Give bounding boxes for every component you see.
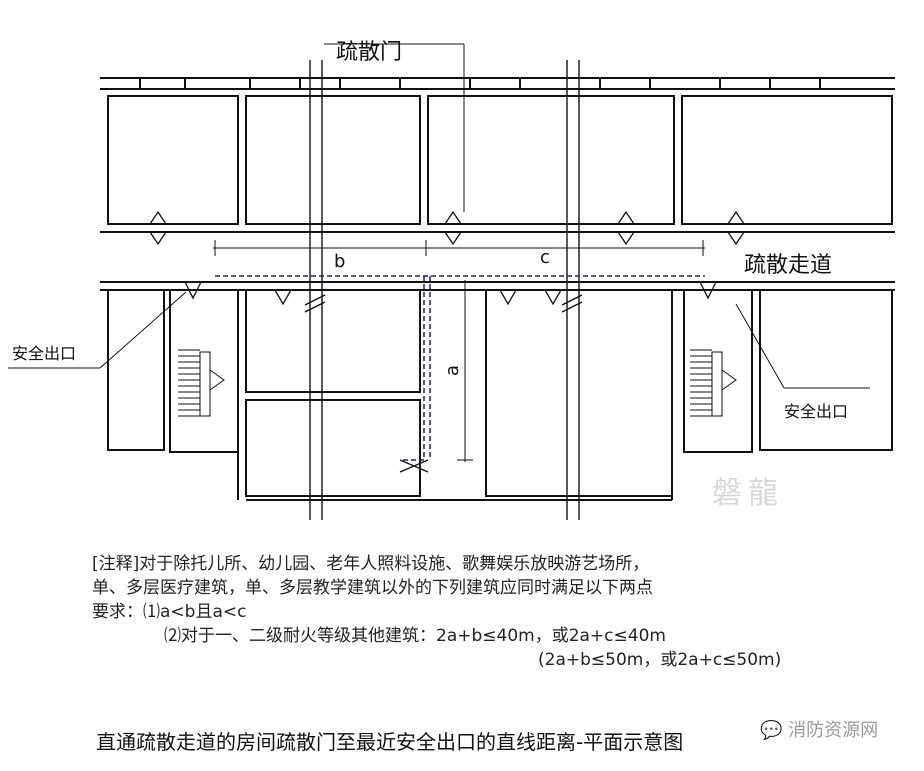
door-symbols <box>149 210 745 473</box>
dim-b-label: b <box>334 251 346 272</box>
note-line-4: ⑵对于一、二级耐火等级其他建筑：2a+b≤40m，或2a+c≤40m <box>164 626 666 646</box>
route-dashed <box>215 275 705 461</box>
dim-c-label: c <box>540 247 550 268</box>
label-safe-exit-right: 安全出口 <box>784 402 849 421</box>
dimension-lines <box>8 43 870 462</box>
break-lines <box>304 60 583 520</box>
watermark-logo: 磐龍 <box>712 476 784 511</box>
walls <box>100 77 895 501</box>
watermark-source-text: 消防资源网 <box>788 720 879 741</box>
watermark-source: 💬 消防资源网 <box>760 716 878 742</box>
dim-a-label: a <box>442 364 464 377</box>
stair-right <box>690 349 737 417</box>
label-evac-corridor: 疏散走道 <box>744 253 833 278</box>
note-line-2: 单、多层医疗建筑，单、多层教学建筑以外的下列建筑应同时满足以下两点 <box>92 578 653 598</box>
chat-icon: 💬 <box>760 720 783 741</box>
floor-plan-diagram <box>8 43 895 520</box>
label-evac-door: 疏散门 <box>336 40 403 65</box>
notes-block: [注释]对于除托儿所、幼儿园、老年人照料设施、歌舞娱乐放映游艺场所， 单、多层医… <box>92 552 912 672</box>
label-safe-exit-left: 安全出口 <box>12 344 77 363</box>
stair-left <box>178 349 225 417</box>
note-line-1: [注释]对于除托儿所、幼儿园、老年人照料设施、歌舞娱乐放映游艺场所， <box>92 554 650 574</box>
diagram-caption: 直通疏散走道的房间疏散门至最近安全出口的直线距离-平面示意图 <box>96 730 684 754</box>
note-line-3: 要求：⑴a<b且a<c <box>92 602 247 622</box>
note-line-5: (2a+b≤50m，或2a+c≤50m) <box>538 650 782 670</box>
